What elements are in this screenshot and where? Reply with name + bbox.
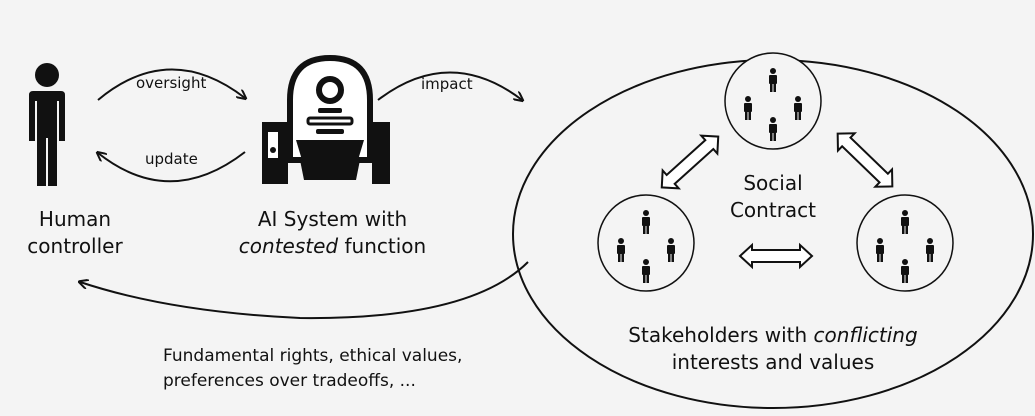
oversight-arrow (97, 68, 245, 101)
stakeholder-group-right (857, 195, 953, 291)
ai-label-line2: contested function (225, 233, 440, 260)
ai-label-contested: contested (238, 234, 339, 258)
double-arrow-top-left (660, 134, 720, 190)
oversight-label: oversight (136, 74, 207, 92)
feedback-line2: preferences over tradeoffs, ... (163, 371, 416, 391)
social-label: Social (743, 171, 803, 195)
stakeholder-group-top (725, 53, 821, 149)
double-arrow-top-right (836, 132, 894, 188)
social-contract-label: Social Contract (713, 170, 833, 224)
impact-label: impact (421, 75, 473, 93)
feedback-arrow (80, 261, 529, 320)
human-label-line2: controller (27, 234, 123, 258)
double-arrow-bottom (738, 242, 814, 270)
human-controller-label: Human controller (10, 206, 140, 260)
human-label-line1: Human (38, 207, 112, 231)
human-controller-icon (29, 63, 65, 186)
feedback-text: Fundamental rights, ethical values, pref… (163, 344, 462, 394)
stakeholders-caption: Stakeholders with conflicting interests … (603, 322, 943, 376)
ai-robot-icon (262, 54, 390, 184)
impact-arrow (377, 71, 522, 101)
feedback-line1: Fundamental rights, ethical values, (163, 346, 463, 366)
stakeholders-conflicting: conflicting (813, 323, 918, 347)
stakeholders-pre: Stakeholders with (628, 323, 814, 347)
update-arrow (98, 152, 246, 183)
stakeholders-line2: interests and values (671, 350, 875, 374)
contract-label: Contract (729, 198, 817, 222)
ai-label-function: function (338, 234, 427, 258)
ai-label-line1: AI System with (257, 207, 408, 231)
stakeholder-group-left (598, 195, 694, 291)
update-label: update (145, 150, 198, 168)
ai-system-label: AI System with contested function (225, 206, 440, 260)
stakeholders-line1: Stakeholders with conflicting (603, 322, 943, 349)
